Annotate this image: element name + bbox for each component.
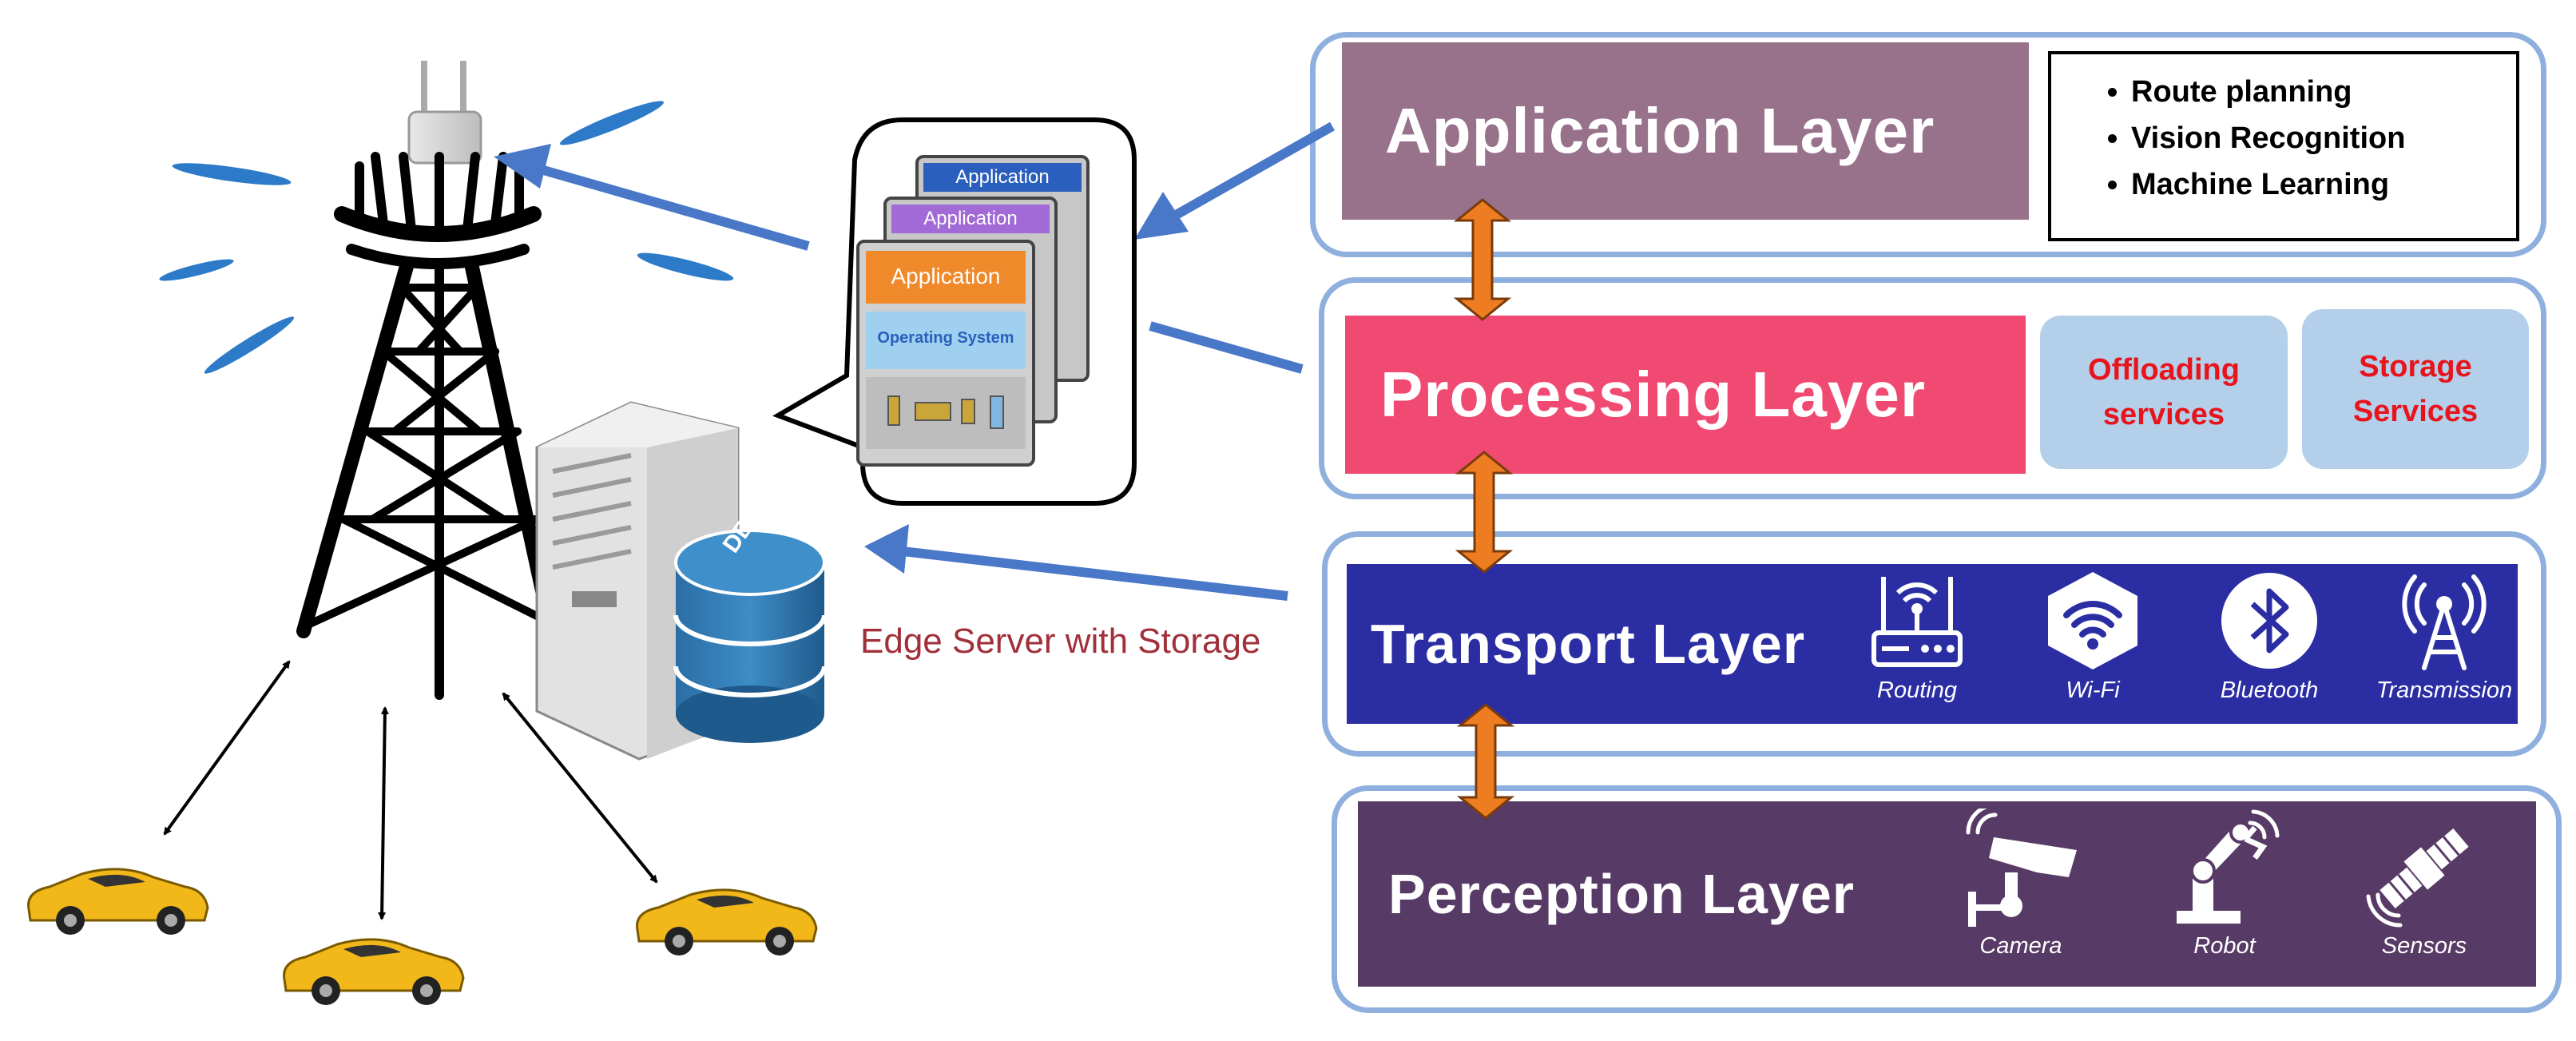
vehicle-links	[163, 660, 658, 920]
bluetooth-caption: Bluetooth	[2220, 677, 2319, 703]
stack-app-label-middle: Application	[923, 208, 1018, 229]
application-layer-bar: Application Layer	[1342, 42, 2029, 220]
processing-layer-bar: Processing Layer	[1345, 316, 2026, 474]
routing-icon-group: Routing	[1853, 569, 1981, 704]
database-icon	[673, 529, 827, 743]
camera-caption: Camera	[1979, 933, 2062, 959]
wifi-icon-group: Wi-Fi	[2029, 569, 2157, 704]
perception-layer-bar: Perception Layer	[1358, 801, 2536, 987]
offloading-services-box: Offloading services	[2040, 316, 2288, 469]
application-item: Machine Learning	[2131, 161, 2508, 208]
robot-caption: Robot	[2193, 933, 2256, 959]
transmission-caption: Transmission	[2376, 677, 2513, 703]
transport-layer-title: Transport Layer	[1371, 613, 1806, 675]
sensors-caption: Sensors	[2381, 933, 2467, 959]
car-icon	[27, 868, 209, 935]
flow-arrows	[494, 121, 1335, 601]
processing-layer-title: Processing Layer	[1380, 359, 1926, 430]
storage-services-label: Storage Services	[2352, 350, 2479, 428]
bluetooth-icon	[2221, 573, 2317, 669]
car-icon	[283, 938, 465, 1005]
edge-server-label: Edge Server with Storage	[860, 622, 1261, 661]
robot-arm-icon	[2177, 809, 2280, 924]
antenna-icon	[2402, 574, 2487, 670]
perception-layer-title: Perception Layer	[1388, 863, 1855, 925]
car-icon	[636, 888, 818, 956]
layer-connector-arrows	[1453, 198, 1515, 820]
application-items-box: Route planning Vision Recognition Machin…	[2048, 51, 2519, 241]
wifi-icon	[2048, 572, 2137, 669]
stack-app-label-front: Application	[891, 264, 1001, 288]
router-icon	[1871, 577, 1963, 667]
car-icons	[27, 868, 818, 1005]
transmission-icon-group: Transmission	[2372, 569, 2516, 704]
satellite-sensor-icon	[2366, 828, 2469, 928]
routing-caption: Routing	[1877, 677, 1957, 703]
tower-router	[407, 61, 482, 165]
storage-services-box: Storage Services	[2302, 309, 2529, 469]
application-item: Vision Recognition	[2131, 115, 2508, 161]
camera-icon-group: Camera	[1949, 809, 2093, 960]
wifi-caption: Wi-Fi	[2066, 677, 2120, 703]
camera-icon	[1966, 809, 2077, 927]
application-item: Route planning	[2131, 69, 2508, 115]
stack-os-label: Operating System	[877, 329, 1014, 347]
bluetooth-icon-group: Bluetooth	[2201, 569, 2337, 704]
stack-app-label-back: Application	[955, 166, 1050, 188]
offloading-services-label: Offloading services	[2088, 353, 2240, 431]
application-layer-title: Application Layer	[1385, 95, 1935, 166]
cell-tower-icon	[296, 152, 558, 700]
robot-icon-group: Robot	[2157, 809, 2292, 960]
sensors-icon-group: Sensors	[2356, 809, 2492, 960]
signal-waves	[159, 101, 734, 374]
software-stack-bubble	[772, 117, 1137, 506]
